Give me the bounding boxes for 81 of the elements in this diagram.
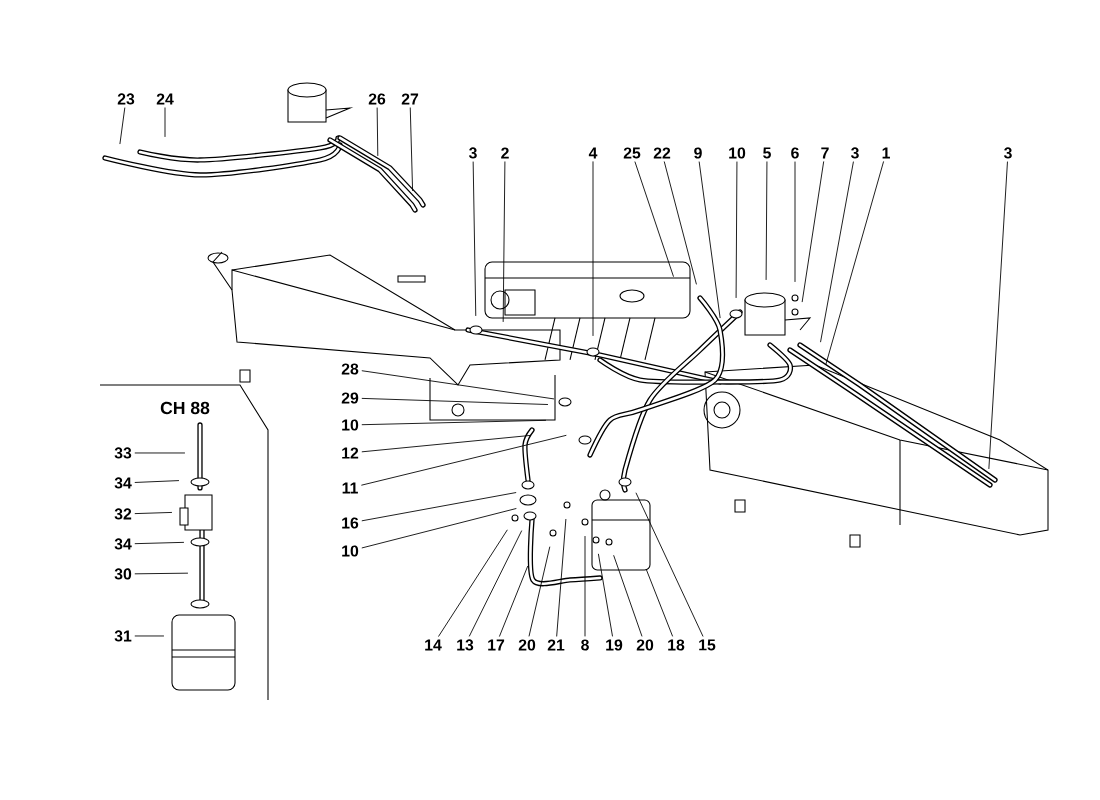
- leader-line: [164, 107, 166, 138]
- callout-number: 31: [114, 630, 132, 642]
- leader-line: [645, 568, 674, 637]
- leader-line: [635, 492, 704, 637]
- callout-number: 8: [581, 639, 589, 651]
- callout-number: 26: [368, 93, 386, 105]
- leader-line: [613, 554, 643, 637]
- callout-number: 30: [114, 568, 132, 580]
- leader-line: [468, 530, 523, 637]
- callout-number: 32: [114, 508, 132, 520]
- leader-line: [134, 480, 180, 483]
- callout-number: 2: [501, 147, 509, 159]
- leader-line: [634, 161, 674, 278]
- callout-number: 24: [156, 93, 174, 105]
- callout-number: 22: [653, 147, 671, 159]
- callout-number: 17: [488, 639, 505, 651]
- callout-number: 13: [457, 639, 474, 651]
- leader-line: [134, 512, 173, 515]
- callout-number: 19: [606, 639, 623, 651]
- callout-number: 34: [114, 477, 132, 489]
- variant-label: CH 88: [160, 401, 210, 415]
- callout-number: 1: [882, 147, 890, 159]
- leader-line: [119, 107, 126, 145]
- callout-number: 3: [850, 147, 859, 159]
- leader-line: [472, 161, 477, 317]
- callout-number: 6: [791, 147, 799, 159]
- leader-line: [438, 529, 508, 637]
- leader-line: [502, 161, 506, 323]
- callout-number: 5: [763, 147, 771, 159]
- callout-number: 11: [342, 482, 358, 494]
- callout-number: 33: [114, 447, 132, 459]
- leader-line: [361, 397, 549, 405]
- callout-number: 20: [518, 639, 536, 651]
- leader-line: [134, 452, 186, 454]
- callout-number: 3: [468, 147, 477, 159]
- leader-line: [794, 161, 796, 283]
- leader-line: [361, 419, 547, 426]
- callout-number: 28: [341, 363, 359, 375]
- leader-line: [556, 518, 567, 637]
- callout-number: 18: [668, 639, 685, 651]
- callout-number: 10: [342, 545, 359, 557]
- callout-number: 20: [636, 639, 654, 651]
- callout-number: 16: [342, 517, 359, 529]
- callout-number: 3: [1003, 147, 1012, 159]
- callout-number: 34: [114, 538, 132, 550]
- leader-line: [765, 161, 768, 281]
- leader-line: [597, 553, 613, 637]
- leader-line: [528, 546, 551, 637]
- callout-number: 27: [401, 93, 419, 105]
- leader-line: [663, 161, 697, 285]
- leader-line: [134, 572, 189, 575]
- callout-number: 25: [623, 147, 641, 159]
- callout-number: 9: [694, 147, 702, 159]
- leader-line: [801, 160, 825, 303]
- callout-number: 29: [341, 392, 359, 404]
- leader-line: [361, 434, 532, 453]
- callout-number: 12: [342, 447, 359, 459]
- leader-line: [584, 535, 586, 637]
- leader-line: [409, 107, 414, 192]
- callout-number: 4: [588, 147, 598, 159]
- leader-line: [498, 565, 529, 637]
- leader-line: [698, 161, 721, 319]
- leader-line: [134, 635, 165, 637]
- callout-number: 23: [117, 93, 135, 105]
- leader-line: [825, 160, 885, 365]
- leader-line: [134, 541, 185, 545]
- callout-number: 7: [821, 147, 829, 159]
- callout-number: 15: [699, 639, 716, 651]
- callout-number: 10: [342, 419, 359, 431]
- leader-line: [988, 161, 1008, 470]
- leader-line: [361, 370, 555, 400]
- callout-number: 10: [729, 147, 746, 159]
- leader-line: [376, 107, 379, 157]
- callout-number: 14: [425, 639, 442, 651]
- leader-line: [360, 434, 567, 486]
- leader-line: [592, 160, 594, 337]
- leader-line: [361, 508, 517, 549]
- callout-number: 21: [547, 639, 565, 651]
- leader-line: [820, 161, 854, 343]
- leader-line: [361, 492, 517, 522]
- leader-line: [735, 161, 738, 299]
